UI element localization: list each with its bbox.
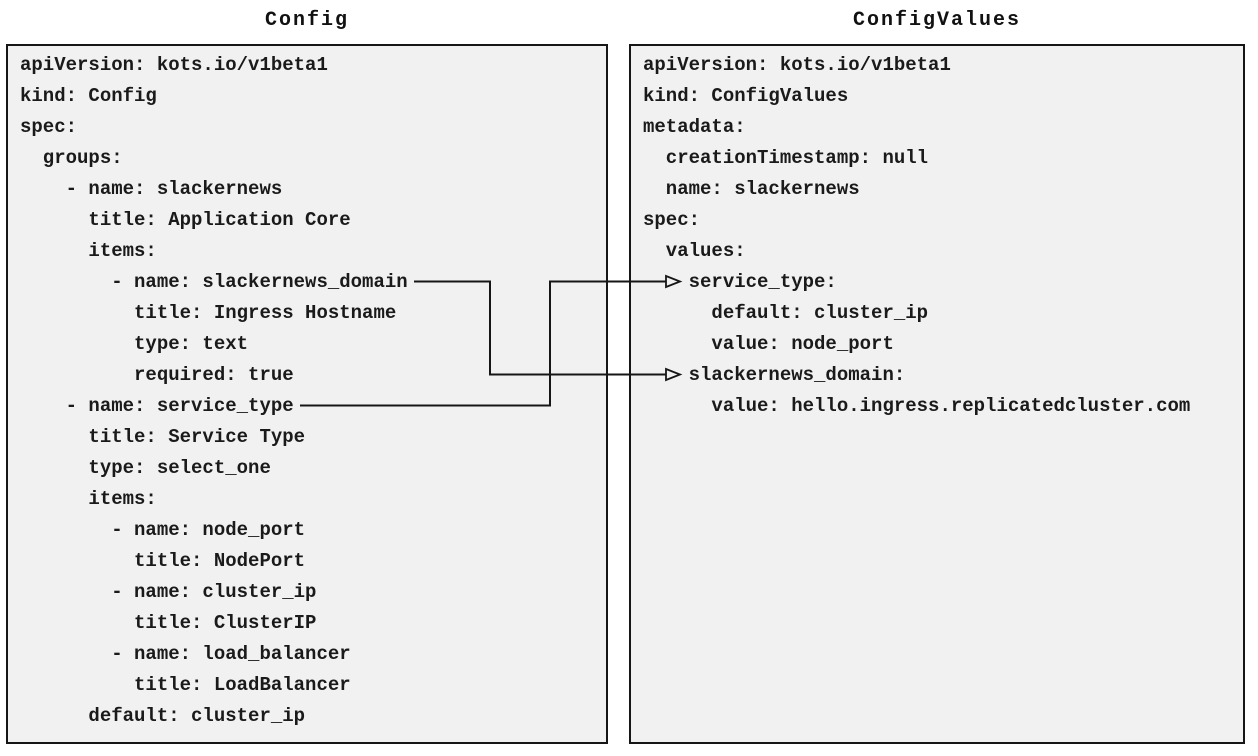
code-line: creationTimestamp: null [643, 147, 929, 169]
code-line: - name: slackernews [20, 178, 283, 200]
code-line: required: true [20, 364, 294, 386]
code-line: metadata: [643, 116, 746, 138]
configvalues-code-box: apiVersion: kots.io/v1beta1 kind: Config… [629, 44, 1245, 744]
code-line: title: LoadBalancer [20, 674, 351, 696]
code-line: kind: ConfigValues [643, 85, 849, 107]
config-code-box: apiVersion: kots.io/v1beta1 kind: Config… [6, 44, 608, 744]
code-line-slackernews-domain-value: slackernews_domain: [643, 364, 906, 386]
code-line-slackernews-domain: - name: slackernews_domain [20, 271, 408, 293]
code-line: name: slackernews [643, 178, 860, 200]
code-line: title: Ingress Hostname [20, 302, 397, 324]
code-line: kind: Config [20, 85, 157, 107]
code-line: value: node_port [643, 333, 894, 355]
config-panel-title: Config [264, 9, 349, 32]
code-line-service-type-value: service_type: [643, 271, 837, 293]
code-line: value: hello.ingress.replicatedcluster.c… [643, 395, 1191, 417]
code-line: - name: load_balancer [20, 643, 351, 665]
code-line: title: NodePort [20, 550, 306, 572]
code-line: - name: node_port [20, 519, 306, 541]
code-line: apiVersion: kots.io/v1beta1 [643, 54, 951, 76]
code-line: default: cluster_ip [20, 705, 306, 727]
code-line: groups: [20, 147, 123, 169]
code-line: default: cluster_ip [643, 302, 929, 324]
configvalues-panel-title: ConfigValues [852, 9, 1022, 32]
code-line: values: [643, 240, 746, 262]
code-line: type: text [20, 333, 249, 355]
code-line-service-type: - name: service_type [20, 395, 294, 417]
code-line: title: Application Core [20, 209, 351, 231]
code-line: spec: [20, 116, 78, 138]
code-line: spec: [643, 209, 701, 231]
code-line: items: [20, 488, 157, 510]
code-line: items: [20, 240, 157, 262]
code-line: title: ClusterIP [20, 612, 317, 634]
code-line: - name: cluster_ip [20, 581, 317, 603]
code-line: title: Service Type [20, 426, 306, 448]
code-line: type: select_one [20, 457, 271, 479]
code-line: apiVersion: kots.io/v1beta1 [20, 54, 328, 76]
